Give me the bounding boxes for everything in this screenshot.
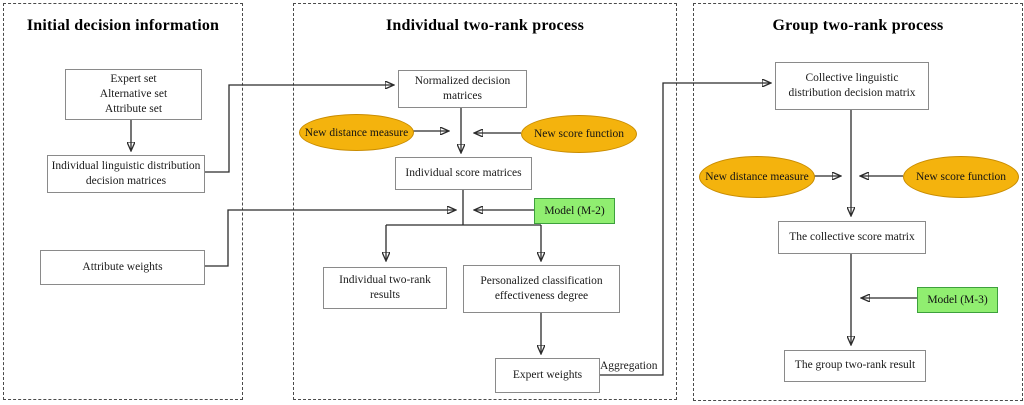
box-individual-score-matrices: Individual score matrices [395, 157, 532, 190]
box-collective-score-matrix: The collective score matrix [778, 221, 926, 254]
box-expert-weights: Expert weights [495, 358, 600, 393]
box-normalized-decision-matrices: Normalized decision matrices [398, 70, 527, 108]
ellipse-new-distance-measure-group: New distance measure [699, 156, 815, 198]
label-aggregation: Aggregation [600, 360, 658, 372]
box-group-two-rank-result: The group two-rank result [784, 350, 926, 382]
box-model-m3: Model (M-3) [917, 287, 998, 313]
box-personalized-classification-effectiveness: Personalized classification effectivenes… [463, 265, 620, 313]
panel-title-initial: Initial decision information [26, 17, 220, 34]
panel-title-individual: Individual two-rank process [385, 17, 585, 34]
panel-initial-decision-information: Initial decision information [3, 3, 243, 400]
box-individual-linguistic-distribution-matrices: Individual linguistic distribution decis… [47, 155, 205, 193]
box-model-m2: Model (M-2) [534, 198, 615, 224]
ellipse-new-score-function-individual: New score function [521, 115, 637, 153]
ellipse-new-distance-measure-individual: New distance measure [299, 114, 414, 151]
box-individual-two-rank-results: Individual two-rank results [323, 267, 447, 309]
panel-individual-two-rank-process: Individual two-rank process [293, 3, 677, 400]
box-expert-alternative-attribute-set: Expert set Alternative set Attribute set [65, 69, 202, 120]
box-collective-linguistic-distribution-matrix: Collective linguistic distribution decis… [775, 62, 929, 110]
ellipse-new-score-function-group: New score function [903, 156, 1019, 198]
box-attribute-weights: Attribute weights [40, 250, 205, 285]
panel-title-group: Group two-rank process [772, 17, 944, 34]
